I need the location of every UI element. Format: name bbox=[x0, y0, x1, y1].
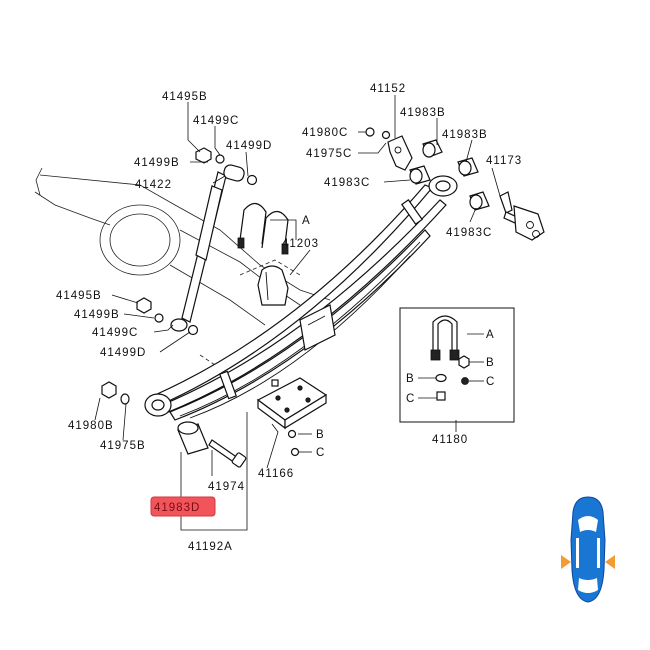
inset-u-bolt[interactable] bbox=[430, 315, 460, 361]
label-41173[interactable]: 41173 bbox=[486, 155, 522, 167]
label-41499D-top[interactable]: 41499D bbox=[226, 140, 272, 152]
label-41975C[interactable]: 41975C bbox=[306, 148, 352, 160]
label-41499B-top[interactable]: 41499B bbox=[134, 157, 180, 169]
inset-label-B2[interactable]: B bbox=[406, 373, 415, 385]
label-41983B-a[interactable]: 41983B bbox=[400, 107, 446, 119]
shackle[interactable] bbox=[499, 191, 545, 241]
label-41499B-mid[interactable]: 41499B bbox=[74, 309, 120, 321]
inset-spacer-c[interactable] bbox=[436, 391, 446, 401]
front-hanger-bracket[interactable] bbox=[387, 135, 413, 171]
label-41499C-mid[interactable]: 41499C bbox=[92, 327, 138, 339]
inset-washer-b[interactable] bbox=[435, 373, 447, 383]
label-41974[interactable]: 41974 bbox=[208, 481, 245, 493]
label-41495B-mid[interactable]: 41495B bbox=[56, 290, 102, 302]
inset-label-A[interactable]: A bbox=[486, 329, 495, 341]
highlight-41983D bbox=[150, 496, 216, 517]
inset-washer-c[interactable] bbox=[461, 377, 469, 385]
spring-seat-plate[interactable] bbox=[256, 377, 328, 457]
label-41983D[interactable]: 41983D bbox=[154, 502, 200, 514]
shackle-bushing-lower[interactable] bbox=[469, 191, 490, 211]
front-bushing-lower[interactable] bbox=[409, 165, 431, 185]
leader-lines bbox=[94, 95, 501, 531]
inset-label-C1[interactable]: C bbox=[486, 376, 495, 388]
label-41192A[interactable]: 41192A bbox=[188, 541, 233, 553]
label-41975B[interactable]: 41975B bbox=[100, 440, 146, 452]
label-41980B[interactable]: 41980B bbox=[68, 420, 114, 432]
inset-nut-b[interactable] bbox=[458, 355, 470, 369]
label-41166[interactable]: 41166 bbox=[258, 468, 294, 480]
front-hanger-hardware[interactable] bbox=[365, 127, 391, 140]
part-labels: 41495B 41499C 41499B 41499D 41422 A 4120… bbox=[56, 83, 522, 553]
label-41422[interactable]: 41422 bbox=[135, 179, 172, 191]
leaf-spring[interactable] bbox=[144, 175, 458, 421]
u-bolt-kit-inset bbox=[399, 307, 515, 432]
rear-left-marker-icon bbox=[561, 555, 571, 569]
label-41983C-a[interactable]: 41983C bbox=[324, 177, 370, 189]
inset-label-B1[interactable]: B bbox=[486, 357, 495, 369]
label-B-plate[interactable]: B bbox=[316, 429, 325, 441]
label-C-plate[interactable]: C bbox=[316, 447, 325, 459]
shock-absorber[interactable] bbox=[170, 164, 245, 332]
label-41495B-top[interactable]: 41495B bbox=[162, 91, 208, 103]
shackle-bushing-upper[interactable] bbox=[457, 157, 479, 177]
label-41499C-top[interactable]: 41499C bbox=[193, 115, 239, 127]
label-41983B-b[interactable]: 41983B bbox=[442, 129, 488, 141]
rear-shackle-bolt[interactable] bbox=[208, 439, 247, 468]
label-A-ubolt[interactable]: A bbox=[302, 215, 311, 227]
spring-pad[interactable] bbox=[257, 265, 289, 306]
label-41180[interactable]: 41180 bbox=[432, 434, 468, 446]
front-bushing-upper[interactable] bbox=[422, 139, 443, 158]
label-41203[interactable]: 41203 bbox=[282, 238, 319, 250]
vehicle-locator-icon bbox=[561, 496, 615, 603]
label-41983C-b[interactable]: 41983C bbox=[446, 227, 492, 239]
label-41980C[interactable]: 41980C bbox=[302, 127, 348, 139]
inset-label-C2[interactable]: C bbox=[406, 393, 415, 405]
rear-bushing[interactable] bbox=[177, 421, 209, 455]
rear-right-marker-icon bbox=[605, 555, 615, 569]
shock-lower-hardware[interactable] bbox=[136, 297, 199, 336]
u-bolt-upper[interactable] bbox=[237, 202, 289, 255]
label-41499D-mid[interactable]: 41499D bbox=[100, 347, 146, 359]
label-41152[interactable]: 41152 bbox=[370, 83, 406, 95]
rear-nut-washer[interactable] bbox=[101, 381, 130, 405]
